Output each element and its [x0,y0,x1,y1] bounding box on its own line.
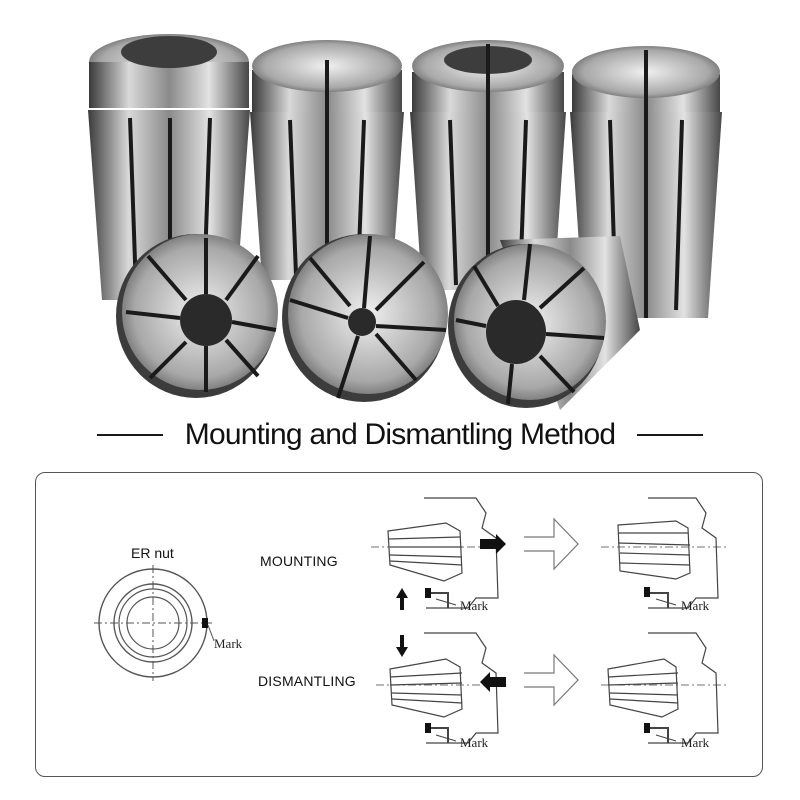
mounting-start-mark-label: Mark [460,598,489,613]
collet-front-1 [116,234,278,398]
dismantling-transition-arrow [524,653,579,707]
er-nut-drawing [94,565,215,681]
heading-rule-left [96,434,163,436]
arrow-down-icon [396,635,408,657]
mounting-diagram-end [601,497,726,609]
dismantling-label: DISMANTLING [258,673,356,689]
mounting-end-mark-label: Mark [681,598,710,613]
arrow-up-icon [396,588,408,610]
section-heading: Mounting and Dismantling Method [0,412,800,458]
er-nut-label: ER nut [131,545,174,561]
dismantling-diagram-start [376,632,499,744]
collet-front-2 [282,234,448,402]
er-nut-mark-label: Mark [214,636,243,651]
heading-rule-right [637,434,704,436]
dismantling-diagram-end [601,632,726,744]
heading-title: Mounting and Dismantling Method [184,418,616,451]
collet-front-3 [448,236,640,410]
method-diagram-panel: ER nut Mark MOUNTING DISMANTLING Mark Ma… [35,472,763,777]
mounting-label: MOUNTING [260,553,338,569]
dismantling-end-mark-label: Mark [681,735,710,750]
arrow-right-icon [480,534,506,554]
method-diagram [94,497,726,744]
dismantling-start-mark-label: Mark [460,735,489,750]
mounting-transition-arrow [524,517,579,571]
collets-photo [88,34,722,410]
mounting-diagram-start [371,497,499,609]
arrow-left-icon [480,672,506,692]
